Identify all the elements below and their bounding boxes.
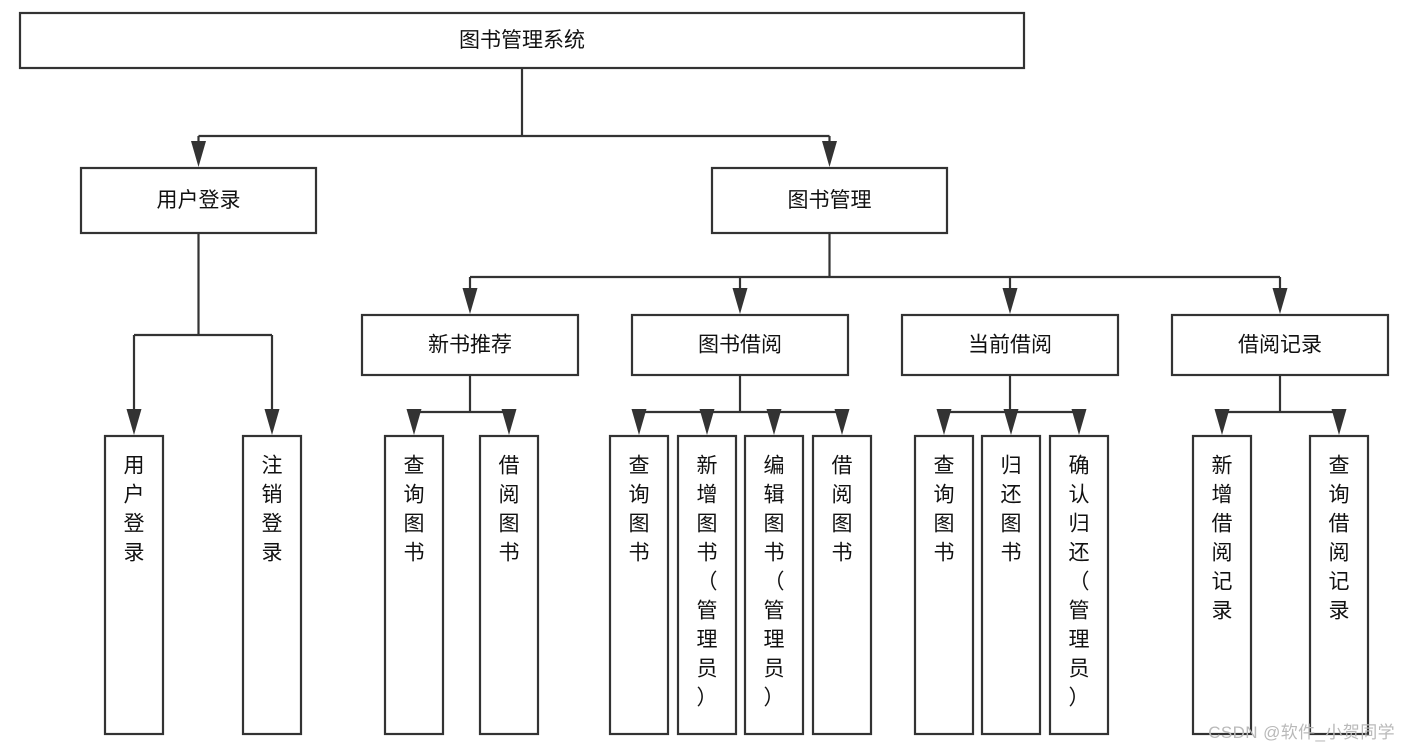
node-label-leaf-borrow-book: 借阅图书 <box>832 455 853 565</box>
arrow-head-icon <box>822 141 837 167</box>
node-label-leaf-query-record: 查询借阅记录 <box>1329 455 1350 623</box>
node-box-book-borrow[interactable] <box>630 313 850 377</box>
node-box-book-manage[interactable] <box>710 166 949 235</box>
arrow-head-icon <box>1003 409 1019 435</box>
arrow-head-icon <box>1272 288 1288 314</box>
arrow-head-icon <box>1331 409 1347 435</box>
connector-group-book-borrow <box>631 375 850 435</box>
node-box-borrow-record[interactable] <box>1170 313 1390 377</box>
node-leaf-add-book[interactable]: 新增图书（管理员） <box>676 434 738 736</box>
arrow-head-icon <box>264 409 280 435</box>
node-box-leaf-edit-book[interactable] <box>743 434 805 736</box>
arrow-head-icon <box>766 409 782 435</box>
node-box-leaf-confirm-return[interactable] <box>1048 434 1110 736</box>
connector-group-borrow-record <box>1214 375 1347 435</box>
node-label-leaf-add-book: 新增图书（管理员） <box>697 455 718 710</box>
node-book-borrow[interactable]: 图书借阅 <box>630 313 850 377</box>
arrow-head-icon <box>501 409 517 435</box>
node-label-leaf-add-record: 新增借阅记录 <box>1212 455 1233 623</box>
arrow-head-icon <box>1002 288 1018 314</box>
node-box-user-login[interactable] <box>79 166 318 235</box>
node-user-login[interactable]: 用户登录 <box>79 166 318 235</box>
arrow-head-icon <box>732 288 748 314</box>
node-label-user-login: 用户登录 <box>157 189 241 212</box>
node-leaf-user-login[interactable]: 用户登录 <box>103 434 165 736</box>
node-label-leaf-query-book: 查询图书 <box>629 455 650 565</box>
node-box-current-borrow[interactable] <box>900 313 1120 377</box>
arrow-head-icon <box>406 409 422 435</box>
node-label-leaf-borrow-book-rec: 借阅图书 <box>499 455 520 565</box>
node-leaf-query-book-cur[interactable]: 查询图书 <box>913 434 975 736</box>
node-box-leaf-logout[interactable] <box>241 434 303 736</box>
node-borrow-record[interactable]: 借阅记录 <box>1170 313 1390 377</box>
node-box-leaf-query-record[interactable] <box>1308 434 1370 736</box>
node-label-borrow-record: 借阅记录 <box>1238 334 1322 357</box>
arrow-head-icon <box>191 141 206 167</box>
node-label-leaf-query-book-rec: 查询图书 <box>404 455 425 565</box>
node-leaf-query-record[interactable]: 查询借阅记录 <box>1308 434 1370 736</box>
node-label-leaf-confirm-return: 确认归还（管理员） <box>1069 455 1090 710</box>
connector-group-root <box>191 68 837 167</box>
node-label-leaf-logout: 注销登录 <box>262 455 283 565</box>
node-leaf-query-book-rec[interactable]: 查询图书 <box>383 434 445 736</box>
arrow-head-icon <box>462 288 478 314</box>
node-label-book-manage: 图书管理 <box>788 189 872 212</box>
node-leaf-confirm-return[interactable]: 确认归还（管理员） <box>1048 434 1110 736</box>
node-root[interactable]: 图书管理系统 <box>18 11 1026 70</box>
node-label-root: 图书管理系统 <box>459 29 585 52</box>
node-book-manage[interactable]: 图书管理 <box>710 166 949 235</box>
node-box-leaf-borrow-book-rec[interactable] <box>478 434 540 736</box>
node-box-leaf-return-book[interactable] <box>980 434 1042 736</box>
csdn-watermark: CSDN @软件_小贺同学 <box>1208 723 1395 742</box>
node-box-leaf-user-login[interactable] <box>103 434 165 736</box>
node-box-leaf-query-book-rec[interactable] <box>383 434 445 736</box>
connector-group-current-borrow <box>936 375 1087 435</box>
node-box-leaf-query-book-cur[interactable] <box>913 434 975 736</box>
node-box-leaf-query-book[interactable] <box>608 434 670 736</box>
arrow-head-icon <box>936 409 952 435</box>
connector-group-user-login <box>126 233 280 435</box>
node-current-borrow[interactable]: 当前借阅 <box>900 313 1120 377</box>
node-new-book-rec[interactable]: 新书推荐 <box>360 313 580 377</box>
node-layer: 图书管理系统用户登录图书管理新书推荐图书借阅当前借阅借阅记录用户登录注销登录查询… <box>18 11 1390 736</box>
node-label-leaf-return-book: 归还图书 <box>1001 455 1022 565</box>
arrow-head-icon <box>1071 409 1087 435</box>
node-box-new-book-rec[interactable] <box>360 313 580 377</box>
arrow-head-icon <box>631 409 647 435</box>
node-label-leaf-edit-book: 编辑图书（管理员） <box>764 455 785 710</box>
node-leaf-add-record[interactable]: 新增借阅记录 <box>1191 434 1253 736</box>
node-leaf-return-book[interactable]: 归还图书 <box>980 434 1042 736</box>
node-box-leaf-borrow-book[interactable] <box>811 434 873 736</box>
node-box-root[interactable] <box>18 11 1026 70</box>
node-label-book-borrow: 图书借阅 <box>698 334 782 357</box>
arrow-head-icon <box>1214 409 1230 435</box>
connector-group-new-book-rec <box>406 375 517 435</box>
node-box-leaf-add-record[interactable] <box>1191 434 1253 736</box>
node-leaf-borrow-book[interactable]: 借阅图书 <box>811 434 873 736</box>
connector-layer <box>126 68 1347 435</box>
node-leaf-borrow-book-rec[interactable]: 借阅图书 <box>478 434 540 736</box>
node-label-current-borrow: 当前借阅 <box>968 334 1052 357</box>
arrow-head-icon <box>834 409 850 435</box>
node-label-new-book-rec: 新书推荐 <box>428 334 512 357</box>
node-leaf-edit-book[interactable]: 编辑图书（管理员） <box>743 434 805 736</box>
connector-group-book-manage <box>462 233 1288 314</box>
node-label-leaf-query-book-cur: 查询图书 <box>934 455 955 565</box>
node-leaf-logout[interactable]: 注销登录 <box>241 434 303 736</box>
arrow-head-icon <box>126 409 142 435</box>
node-label-leaf-user-login: 用户登录 <box>124 455 145 565</box>
node-box-leaf-add-book[interactable] <box>676 434 738 736</box>
node-leaf-query-book[interactable]: 查询图书 <box>608 434 670 736</box>
arrow-head-icon <box>699 409 715 435</box>
